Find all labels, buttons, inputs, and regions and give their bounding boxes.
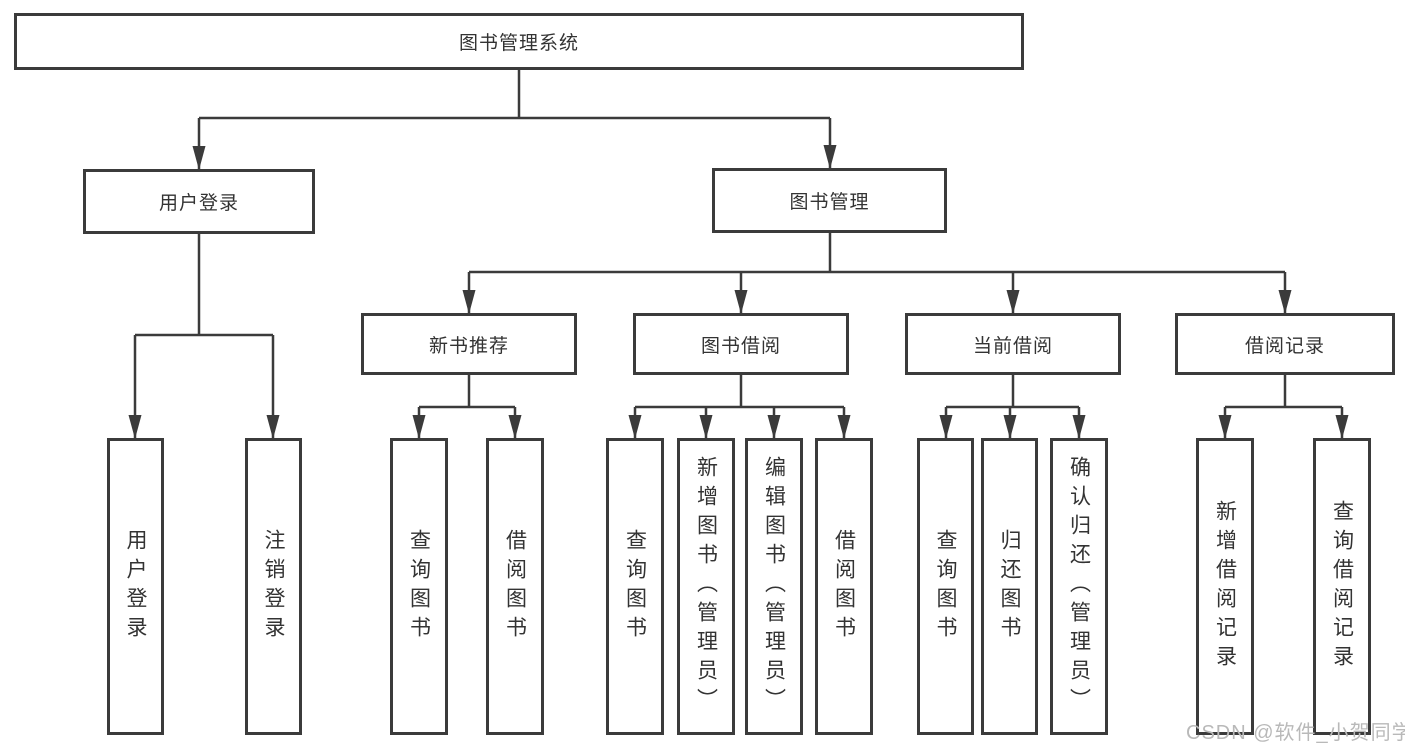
- leaf-add-books-admin: 新增图书（管理员）: [677, 438, 735, 735]
- node-label: 查询借阅记录: [1330, 499, 1354, 674]
- leaf-user-login: 用户登录: [107, 438, 164, 735]
- node-user-login: 用户登录: [83, 169, 315, 234]
- node-new-book-recommend: 新书推荐: [361, 313, 577, 375]
- node-root-library-system: 图书管理系统: [14, 13, 1024, 70]
- node-book-borrow: 图书借阅: [633, 313, 849, 375]
- leaf-query-books-current: 查询图书: [917, 438, 974, 735]
- node-label: 借阅图书: [503, 528, 527, 645]
- node-label: 图书管理: [789, 192, 870, 213]
- node-label: 查询图书: [934, 528, 957, 645]
- node-label: 查询图书: [623, 528, 647, 645]
- node-label: 借阅记录: [1244, 335, 1325, 357]
- leaf-borrow-books-recommend: 借阅图书: [486, 438, 544, 735]
- node-book-management: 图书管理: [712, 168, 947, 233]
- node-label: 用户登录: [158, 193, 239, 214]
- node-label: 查询图书: [407, 528, 431, 645]
- node-label: 借阅图书: [832, 528, 856, 645]
- node-label: 新增图书（管理员）: [694, 456, 718, 717]
- node-label: 新书推荐: [428, 335, 509, 357]
- node-label: 当前借阅: [972, 335, 1053, 357]
- leaf-query-borrow-record: 查询借阅记录: [1313, 438, 1371, 735]
- leaf-query-books-recommend: 查询图书: [390, 438, 448, 735]
- arrowheads: [128, 145, 1349, 439]
- leaf-query-books-borrow: 查询图书: [606, 438, 664, 735]
- leaf-add-borrow-record: 新增借阅记录: [1196, 438, 1254, 735]
- node-label: 新增借阅记录: [1213, 499, 1237, 674]
- node-label: 注销登录: [262, 528, 285, 645]
- node-label: 编辑图书（管理员）: [762, 456, 786, 717]
- node-current-borrow: 当前借阅: [905, 313, 1121, 375]
- leaf-return-books: 归还图书: [981, 438, 1038, 735]
- leaf-borrow-books: 借阅图书: [815, 438, 873, 735]
- node-label: 确认归还（管理员）: [1067, 456, 1091, 717]
- node-label: 图书借阅: [700, 335, 781, 357]
- node-label: 归还图书: [998, 528, 1021, 645]
- csdn-watermark: CSDN @软件_小贺同学: [1186, 722, 1405, 744]
- node-borrow-records: 借阅记录: [1175, 313, 1395, 375]
- connector-line-group: [133, 70, 1344, 440]
- leaf-edit-books-admin: 编辑图书（管理员）: [745, 438, 803, 735]
- leaf-logout: 注销登录: [245, 438, 302, 735]
- leaf-confirm-return-admin: 确认归还（管理员）: [1050, 438, 1108, 735]
- node-label: 图书管理系统: [458, 33, 579, 54]
- node-label: 用户登录: [124, 528, 147, 645]
